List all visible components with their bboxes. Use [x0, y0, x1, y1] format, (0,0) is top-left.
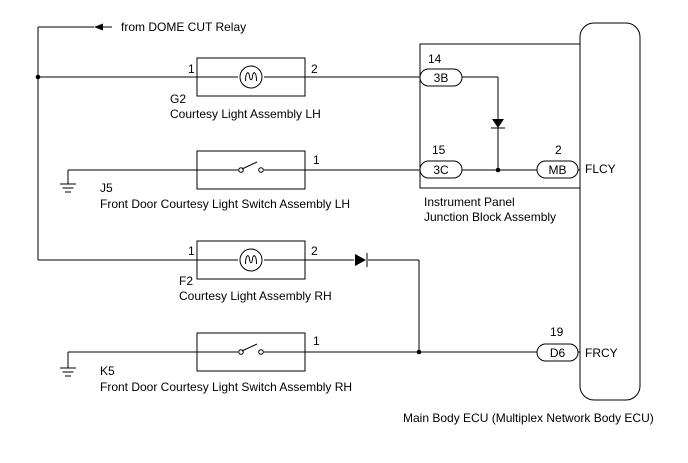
courtesy-light-rh — [196, 240, 306, 280]
diode-icon — [355, 253, 368, 267]
door-switch-lh — [196, 150, 306, 190]
courtesy-lh-pin-1: 1 — [188, 62, 195, 76]
junction-dot — [495, 167, 501, 173]
pin-d6-number: 19 — [550, 325, 564, 339]
switch-icon — [238, 343, 264, 355]
switch-rh-code: K5 — [100, 364, 115, 378]
switch-rh-pin-1: 1 — [313, 334, 320, 348]
pin-mb-number: 2 — [555, 143, 562, 157]
switch-lh-pin-1: 1 — [313, 153, 320, 167]
junction-dot — [35, 74, 41, 80]
pin-3c-number: 15 — [432, 143, 446, 157]
ecu-signal-flcy: FLCY — [585, 162, 616, 176]
ecu-signal-frcy: FRCY — [585, 346, 618, 360]
diode-icon — [491, 119, 505, 129]
connector-d6 — [536, 343, 579, 362]
courtesy-rh-name: Courtesy Light Assembly RH — [179, 289, 332, 303]
courtesy-rh-pin-2: 2 — [311, 244, 318, 258]
junction-block-connectors: 3B 3C MB — [419, 68, 579, 179]
junction-block-name-line2: Junction Block Assembly — [424, 210, 556, 224]
connector-3c — [419, 160, 463, 179]
lamp-icon — [239, 65, 263, 89]
courtesy-lh-pin-2: 2 — [311, 62, 318, 76]
connector-mb-label: MB — [549, 163, 567, 177]
courtesy-rh-code: F2 — [179, 274, 193, 288]
connector-3c-label: 3C — [433, 163, 449, 177]
junction-dot — [416, 349, 422, 355]
pin-3b-number: 14 — [428, 52, 442, 66]
dome-cut-label: from DOME CUT Relay — [121, 20, 246, 34]
courtesy-lh-code: G2 — [170, 92, 186, 106]
dome-cut-arrow-icon — [94, 23, 112, 31]
ecu-name: Main Body ECU (Multiplex Network Body EC… — [403, 411, 654, 425]
ground-icon — [60, 183, 76, 193]
junction-block-name-line1: Instrument Panel — [424, 195, 515, 209]
lamp-icon — [239, 248, 263, 272]
ground-icon — [60, 367, 76, 377]
courtesy-light-lh — [196, 57, 306, 97]
courtesy-lh-name: Courtesy Light Assembly LH — [170, 107, 321, 121]
connector-d6-label: D6 — [550, 346, 566, 360]
courtesy-rh-pin-1: 1 — [188, 244, 195, 258]
connector-mb — [536, 160, 579, 179]
main-body-ecu — [579, 22, 641, 401]
switch-lh-name: Front Door Courtesy Light Switch Assembl… — [100, 197, 350, 211]
connector-3b — [419, 68, 463, 87]
switch-rh-name: Front Door Courtesy Light Switch Assembl… — [100, 380, 352, 394]
connector-3b-label: 3B — [434, 71, 449, 85]
door-switch-rh — [196, 332, 306, 372]
switch-icon — [238, 161, 264, 173]
switch-lh-code: J5 — [100, 181, 113, 195]
